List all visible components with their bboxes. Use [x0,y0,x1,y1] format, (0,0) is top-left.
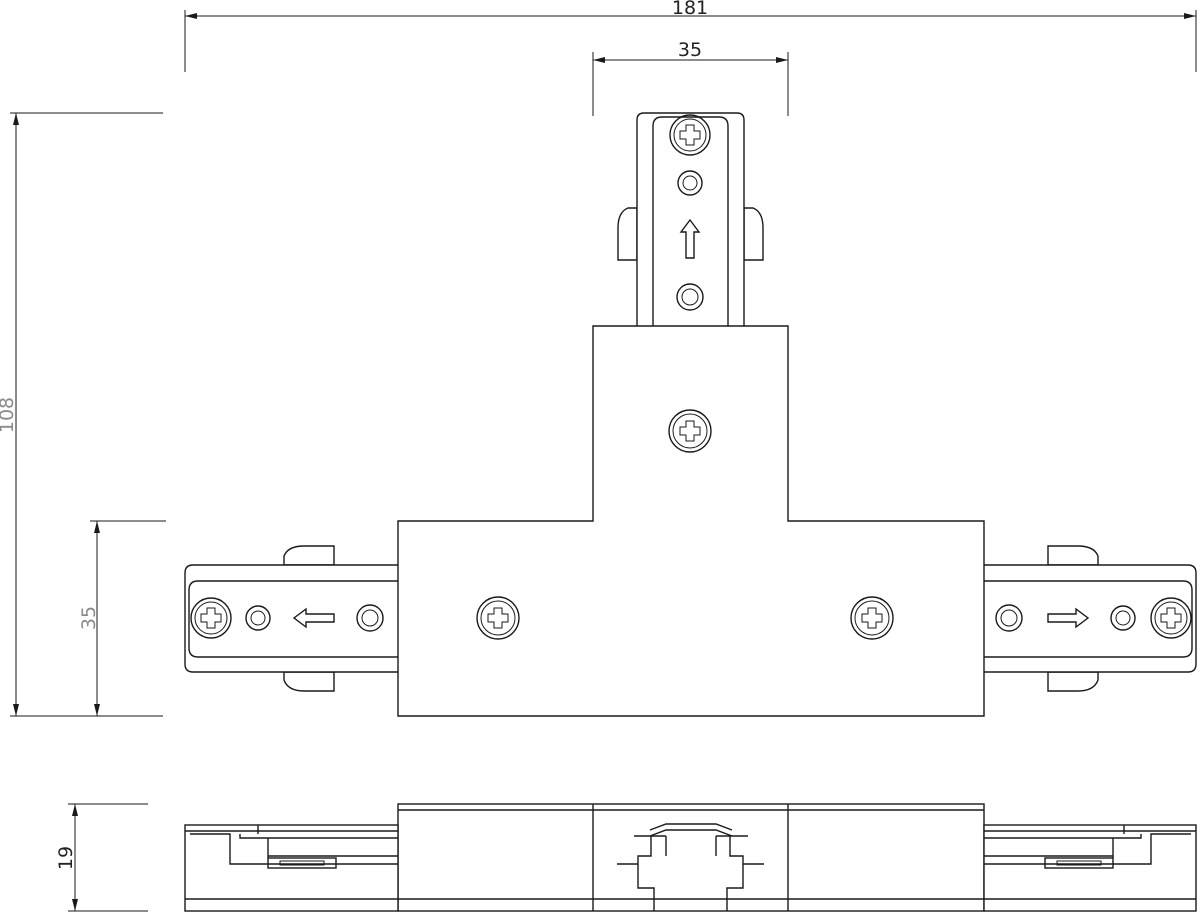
top-branch-arm [617,112,764,326]
dimension-branch-width: 35 [592,39,789,116]
right-screw-icon [1150,597,1192,639]
right-arm [984,545,1197,692]
dimension-overall-width-label: 181 [672,0,708,19]
body-screw-icon [476,596,520,640]
right-contact-icon [1110,605,1136,631]
body-screw-icon [668,409,712,453]
arrow-up-icon [679,218,701,259]
branch-contact-icon [677,170,703,196]
t-body [397,325,985,717]
side-view [184,803,1197,912]
branch-contact-icon [676,283,704,311]
arrow-left-icon [292,607,335,629]
dimension-overall-width: 181 [184,0,1197,72]
branch-screw-icon [669,114,711,156]
left-contact-icon [245,605,271,631]
arrow-right-icon [1047,607,1090,629]
right-contact-icon [995,604,1023,632]
dimension-thickness-label: 19 [55,846,77,870]
dimension-branch-width-label: 35 [678,39,702,61]
dimension-thickness: 19 [55,803,148,912]
dimension-arm-height-label: 35 [78,606,100,630]
dimension-overall-height: 108 [0,112,163,717]
left-screw-icon [190,597,232,639]
left-contact-icon [356,604,384,632]
dimension-overall-height-label: 108 [0,397,18,433]
dimension-arm-height: 35 [78,520,166,716]
body-screw-icon [850,596,894,640]
left-arm [184,545,398,692]
